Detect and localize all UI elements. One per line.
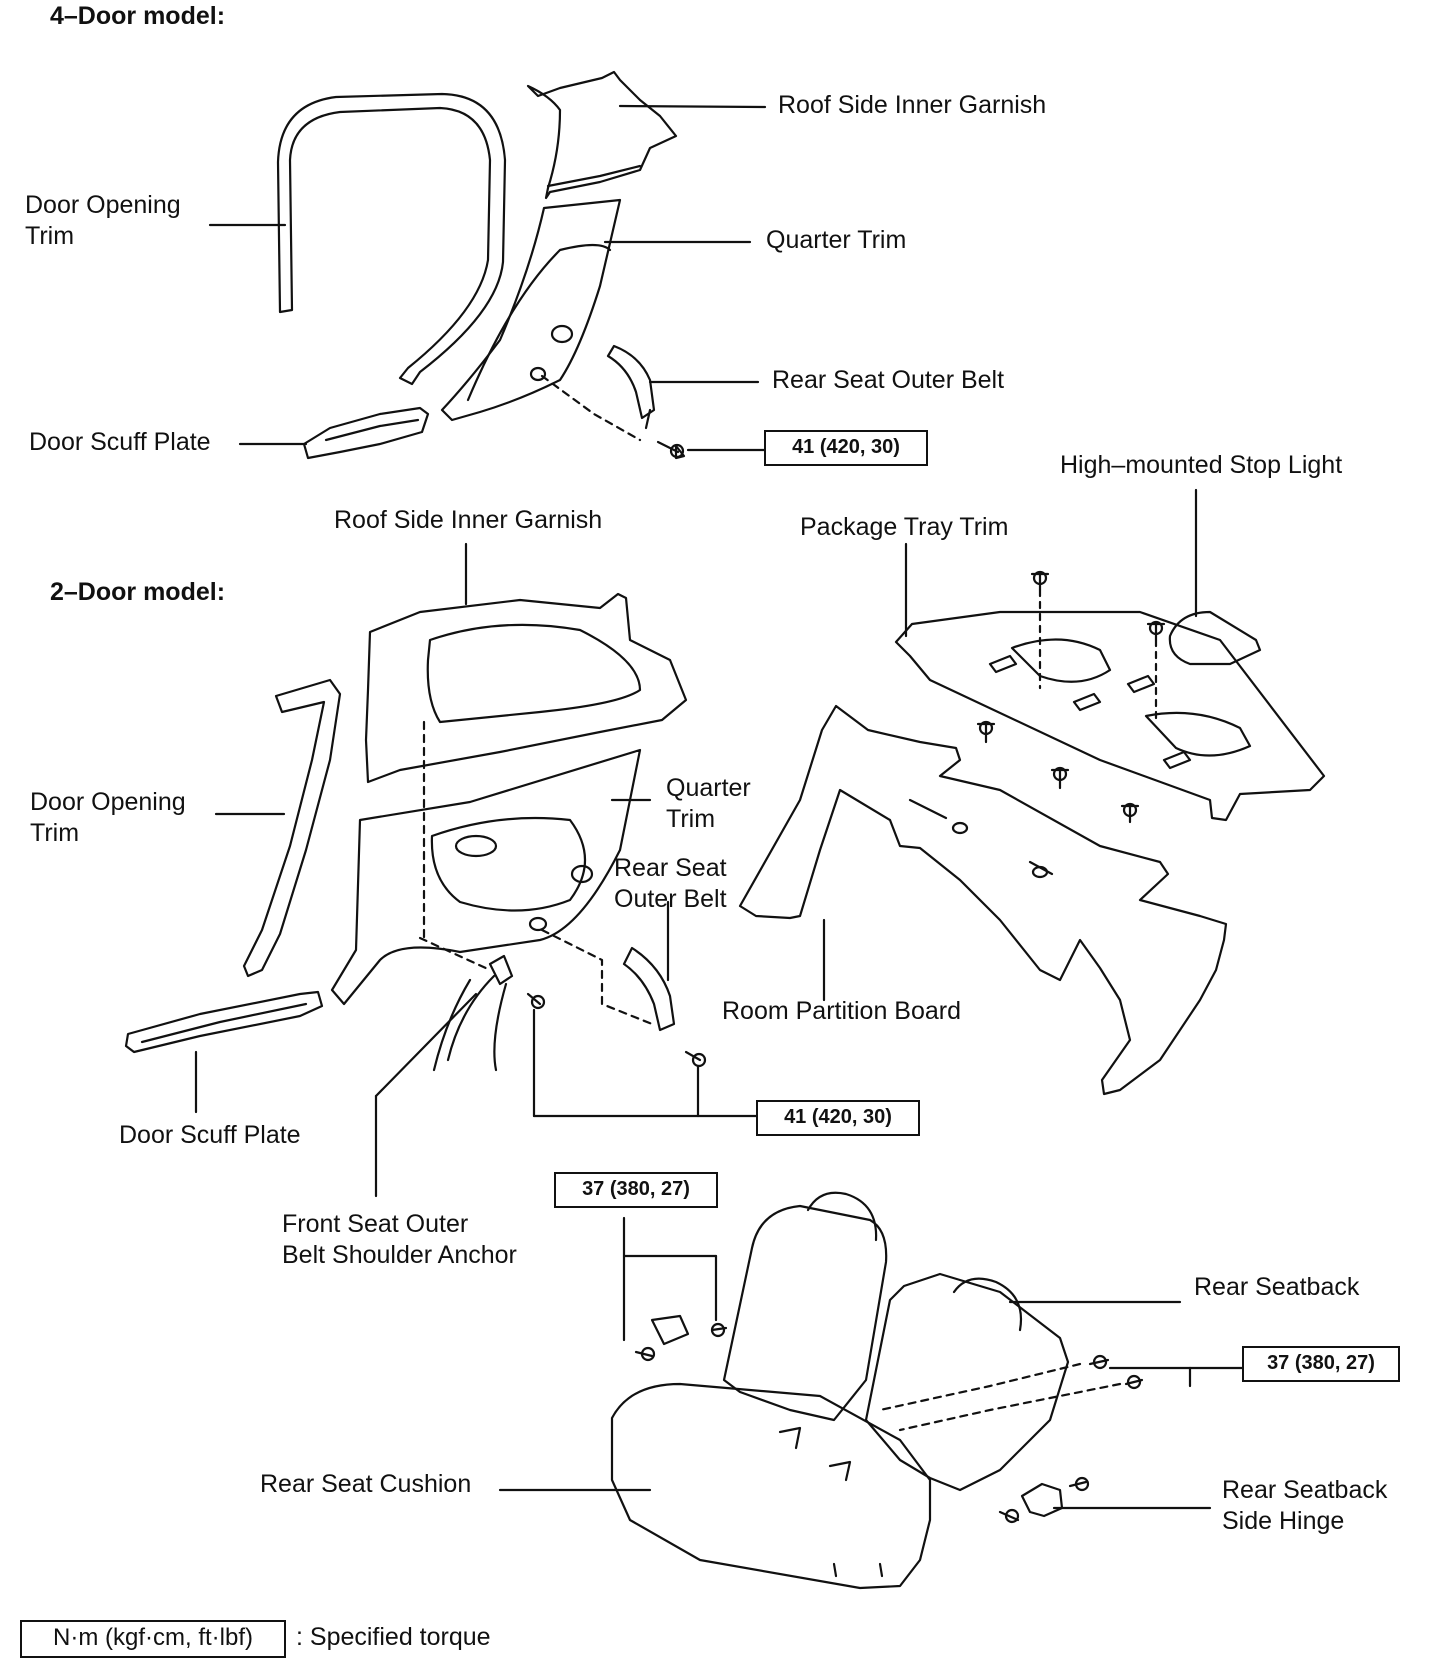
4door-door-opening-trim bbox=[276, 92, 507, 386]
label-2door-rear-seat-outer-belt: Rear Seat Outer Belt bbox=[614, 854, 727, 913]
label-2door-quarter-trim: Quarter Trim bbox=[666, 774, 751, 833]
label-4door-door-scuff-plate: Door Scuff Plate bbox=[29, 428, 211, 456]
front-seat-anchor bbox=[488, 954, 514, 986]
rear-seatback-left bbox=[722, 1204, 888, 1422]
label-4door-rear-seat-outer-belt: Rear Seat Outer Belt bbox=[772, 366, 1005, 394]
label-high-mounted-stop-light: High–mounted Stop Light bbox=[1060, 451, 1343, 479]
heading-2door-model: 2–Door model: bbox=[50, 578, 226, 606]
label-rear-seat-cushion: Rear Seat Cushion bbox=[260, 1470, 472, 1498]
4door-roof-side-inner-garnish bbox=[526, 70, 678, 200]
room-partition-board bbox=[738, 704, 1228, 1096]
torque-2door: 41 (420, 30) bbox=[756, 1100, 920, 1136]
torque-seat-left: 37 (380, 27) bbox=[554, 1172, 718, 1208]
2door-garnish-window bbox=[426, 623, 642, 724]
label-rear-seatback-side-hinge: Rear Seatback Side Hinge bbox=[1222, 1476, 1388, 1535]
label-4door-door-opening-trim: Door Opening Trim bbox=[25, 191, 181, 250]
legend-text: : Specified torque bbox=[296, 1623, 491, 1651]
2door-quarter-trim bbox=[330, 748, 642, 1006]
4door-door-scuff-plate bbox=[302, 406, 430, 460]
4door-rear-seat-outer-belt bbox=[606, 344, 656, 420]
4door-quarter-trim bbox=[440, 198, 622, 422]
label-room-partition-board: Room Partition Board bbox=[722, 997, 962, 1025]
rear-seat-cushion bbox=[610, 1382, 932, 1590]
torque-4door: 41 (420, 30) bbox=[764, 430, 928, 466]
label-rear-seatback: Rear Seatback bbox=[1194, 1273, 1360, 1301]
label-front-seat-outer-belt-shoulder-anchor: Front Seat Outer Belt Shoulder Anchor bbox=[282, 1210, 517, 1269]
legend-torque-units: N·m (kgf·cm, ft·lbf) bbox=[20, 1620, 286, 1658]
2door-door-opening-trim bbox=[242, 678, 342, 978]
label-package-tray-trim: Package Tray Trim bbox=[800, 513, 1009, 541]
label-2door-door-opening-trim: Door Opening Trim bbox=[30, 788, 186, 847]
2door-door-scuff-plate bbox=[124, 990, 324, 1054]
package-tray-trim bbox=[894, 610, 1326, 822]
2door-rear-seat-outer-belt bbox=[622, 946, 676, 1032]
stop-light bbox=[1168, 610, 1262, 666]
label-4door-quarter-trim: Quarter Trim bbox=[766, 226, 907, 254]
label-2door-roof-side-inner-garnish: Roof Side Inner Garnish bbox=[334, 506, 603, 534]
label-2door-door-scuff-plate: Door Scuff Plate bbox=[119, 1121, 301, 1149]
heading-4door-model: 4–Door model: bbox=[50, 2, 226, 30]
rear-seatback-right bbox=[864, 1272, 1070, 1492]
torque-seat-right: 37 (380, 27) bbox=[1242, 1346, 1400, 1382]
rear-seatback-side-hinge bbox=[1020, 1482, 1064, 1518]
2door-roof-side-inner-garnish bbox=[364, 592, 688, 784]
label-4door-roof-side-inner-garnish: Roof Side Inner Garnish bbox=[778, 91, 1047, 119]
